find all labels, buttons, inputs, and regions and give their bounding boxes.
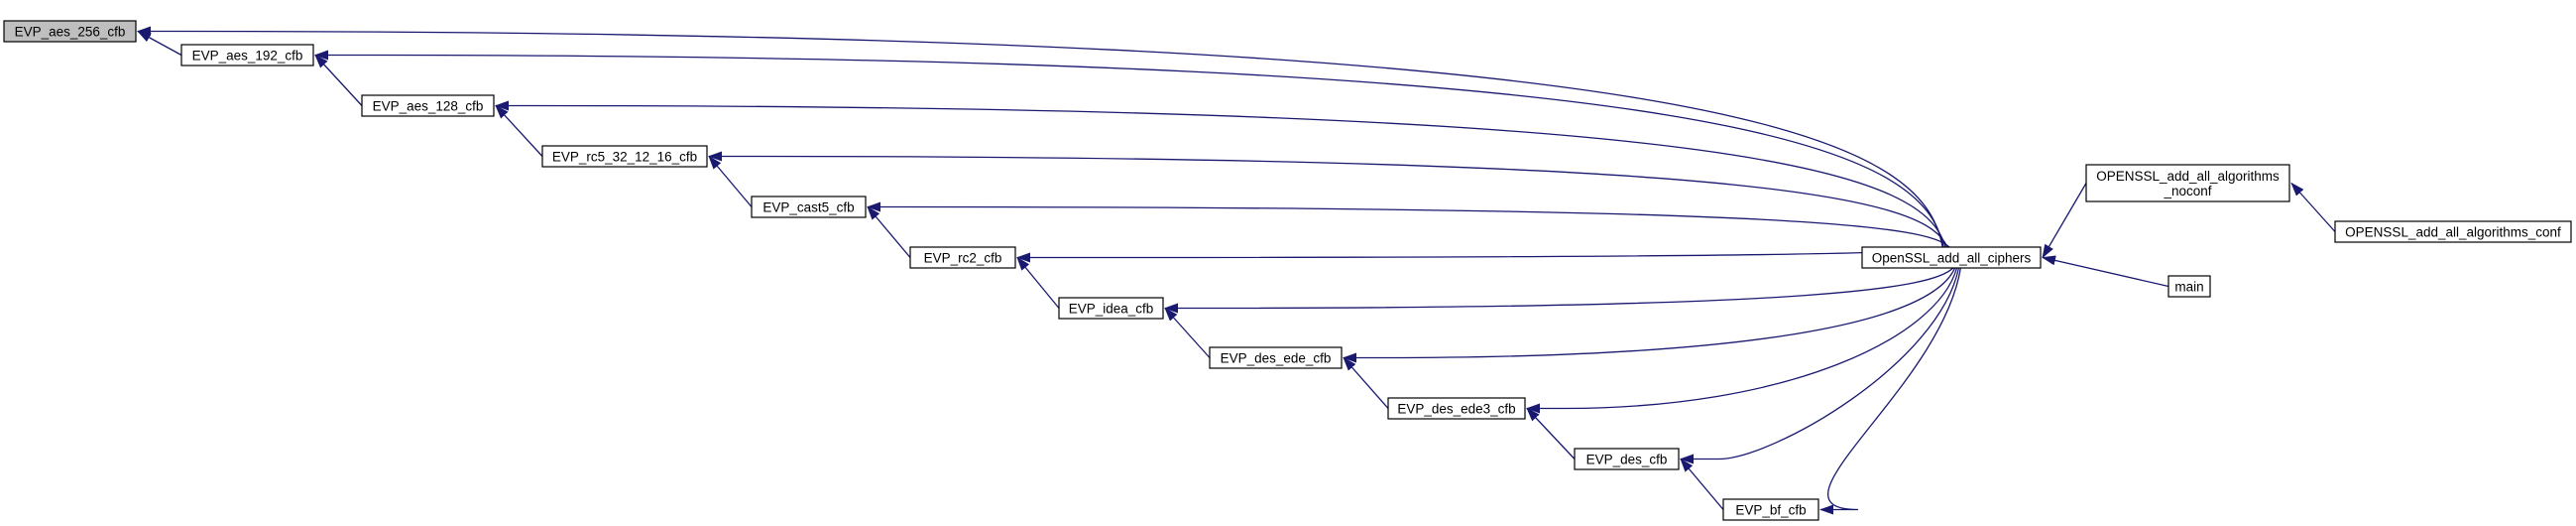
node-label-desede: EVP_des_ede_cfb: [1221, 351, 1332, 366]
node-bf[interactable]: EVP_bf_cfb: [1722, 498, 1819, 521]
edge-desede3-to-desede: [1343, 356, 1389, 409]
edge-addall-to-desede3: [1526, 267, 1958, 414]
node-label-noconf: OPENSSL_add_all_algorithms: [2096, 169, 2280, 184]
node-desede3[interactable]: EVP_des_ede3_cfb: [1387, 397, 1526, 420]
edge-aes192-to-aes256: [137, 30, 182, 57]
edges-layer: [137, 26, 2336, 515]
node-box-idea: [1058, 297, 1164, 320]
node-label-idea: EVP_idea_cfb: [1069, 302, 1154, 317]
node-label-addall: OpenSSL_add_all_ciphers: [1872, 251, 2032, 266]
node-noconf[interactable]: OPENSSL_add_all_algorithms_noconf: [2085, 164, 2290, 202]
edge-cast5-to-rc5: [708, 155, 753, 207]
edge-noconf-to-addall: [2042, 183, 2087, 259]
node-box-aes128: [361, 94, 495, 117]
node-box-aes192: [180, 44, 314, 66]
edge-addall-to-rc5: [708, 151, 1948, 248]
node-label-desede3: EVP_des_ede3_cfb: [1397, 402, 1515, 417]
node-box-rc2: [909, 246, 1016, 269]
node-label-rc2: EVP_rc2_cfb: [924, 251, 1002, 266]
edge-desede-to-idea: [1164, 307, 1211, 358]
node-box-desede3: [1387, 397, 1526, 420]
node-box-aes256: [3, 20, 137, 43]
edge-bf-to-des: [1680, 458, 1724, 510]
node-label-noconf: _noconf: [2163, 184, 2211, 198]
edge-addall-to-aes256: [137, 26, 1943, 248]
node-label-conf: OPENSSL_add_all_algorithms_conf: [2345, 225, 2561, 240]
node-box-conf: [2334, 220, 2572, 243]
node-des[interactable]: EVP_des_cfb: [1574, 448, 1680, 470]
node-box-desede: [1209, 346, 1343, 369]
edge-idea-to-rc2: [1016, 256, 1060, 309]
edge-addall-to-desede: [1343, 267, 1956, 363]
node-label-des: EVP_des_cfb: [1586, 453, 1668, 467]
node-label-bf: EVP_bf_cfb: [1735, 503, 1806, 518]
edge-conf-to-noconf: [2290, 182, 2336, 232]
node-box-rc5: [541, 145, 708, 168]
edge-main-to-addall: [2042, 255, 2169, 288]
node-aes192[interactable]: EVP_aes_192_cfb: [180, 44, 314, 66]
edge-addall-to-aes192: [314, 50, 1944, 248]
edge-rc5-to-aes128: [495, 104, 543, 157]
node-box-noconf: [2085, 164, 2290, 202]
node-rc2[interactable]: EVP_rc2_cfb: [909, 246, 1016, 269]
node-box-main: [2167, 275, 2211, 298]
node-idea[interactable]: EVP_idea_cfb: [1058, 297, 1164, 320]
node-label-main: main: [2174, 280, 2203, 295]
node-aes128[interactable]: EVP_aes_128_cfb: [361, 94, 495, 117]
edge-addall-to-aes128: [495, 100, 1946, 248]
nodes-layer: EVP_aes_256_cfbEVP_aes_192_cfbEVP_aes_12…: [3, 20, 2572, 521]
node-main[interactable]: main: [2167, 275, 2211, 298]
node-box-cast5: [751, 196, 867, 218]
node-addall[interactable]: OpenSSL_add_all_ciphers: [1861, 246, 2042, 269]
edge-aes128-to-aes192: [314, 54, 363, 106]
edge-addall-to-rc2: [1016, 246, 1951, 263]
node-desede[interactable]: EVP_des_ede_cfb: [1209, 346, 1343, 369]
node-aes256[interactable]: EVP_aes_256_cfb: [3, 20, 137, 43]
node-rc5[interactable]: EVP_rc5_32_12_16_cfb: [541, 145, 708, 168]
edge-addall-to-des: [1680, 267, 1960, 464]
node-box-bf: [1722, 498, 1819, 521]
node-label-aes192: EVP_aes_192_cfb: [192, 49, 303, 64]
edge-rc2-to-cast5: [867, 205, 911, 258]
node-conf[interactable]: OPENSSL_add_all_algorithms_conf: [2334, 220, 2572, 243]
node-cast5[interactable]: EVP_cast5_cfb: [751, 196, 867, 218]
node-box-des: [1574, 448, 1680, 470]
node-label-aes128: EVP_aes_128_cfb: [373, 99, 484, 114]
node-label-cast5: EVP_cast5_cfb: [762, 200, 854, 215]
node-label-rc5: EVP_rc5_32_12_16_cfb: [552, 150, 697, 165]
edge-addall-to-bf: [1819, 267, 1962, 515]
edge-addall-to-idea: [1164, 267, 1954, 314]
edge-addall-to-cast5: [867, 201, 1950, 248]
edge-des-to-desede3: [1526, 407, 1576, 460]
node-box-addall: [1861, 246, 2042, 269]
node-label-aes256: EVP_aes_256_cfb: [15, 25, 126, 40]
